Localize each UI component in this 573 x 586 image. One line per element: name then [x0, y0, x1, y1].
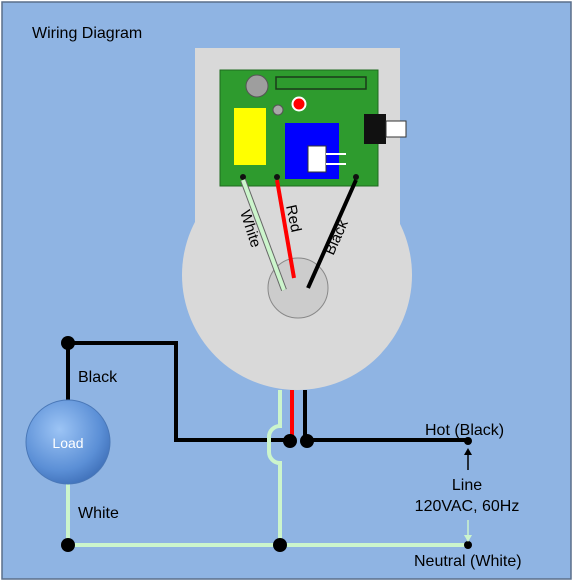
junction-dot	[283, 434, 297, 448]
circuit-board	[219, 69, 407, 187]
white-wire-lower	[267, 390, 282, 545]
red-wire-label-upper: Red	[282, 203, 304, 233]
led-indicator	[291, 96, 307, 112]
neutral-label: Neutral (White)	[414, 553, 522, 570]
diagram-title: Wiring Diagram	[32, 25, 142, 42]
small-component	[272, 104, 284, 116]
load-black-label: Black	[78, 369, 118, 386]
hot-label: Hot (Black)	[425, 422, 504, 439]
load-white-label: White	[78, 505, 119, 522]
yellow-capacitor	[234, 108, 266, 165]
line-label: Line	[452, 477, 482, 494]
solder-pad-white	[240, 174, 246, 180]
solder-pad-red	[274, 174, 280, 180]
junction-dot	[273, 538, 287, 552]
relay-terminal	[307, 145, 327, 173]
solder-pad-black	[353, 174, 359, 180]
voltage-label: 120VAC, 60Hz	[415, 498, 520, 515]
buzzer-component	[245, 74, 269, 98]
load-label: Load	[52, 435, 83, 451]
neutral-terminal-dot	[464, 541, 472, 549]
red-wire-upper	[275, 179, 296, 279]
load-black-wire	[66, 341, 290, 442]
side-connector	[364, 114, 386, 144]
junction-dots	[61, 336, 472, 552]
junction-dot	[300, 434, 314, 448]
hot-terminal-dot	[464, 437, 472, 445]
junction-dot	[61, 336, 75, 350]
internal-wires	[240, 178, 358, 292]
external-wiring	[66, 341, 468, 547]
load-circle	[25, 399, 111, 485]
header-connector	[275, 76, 367, 90]
black-wire-upper	[306, 179, 358, 289]
junction-dot	[61, 538, 75, 552]
